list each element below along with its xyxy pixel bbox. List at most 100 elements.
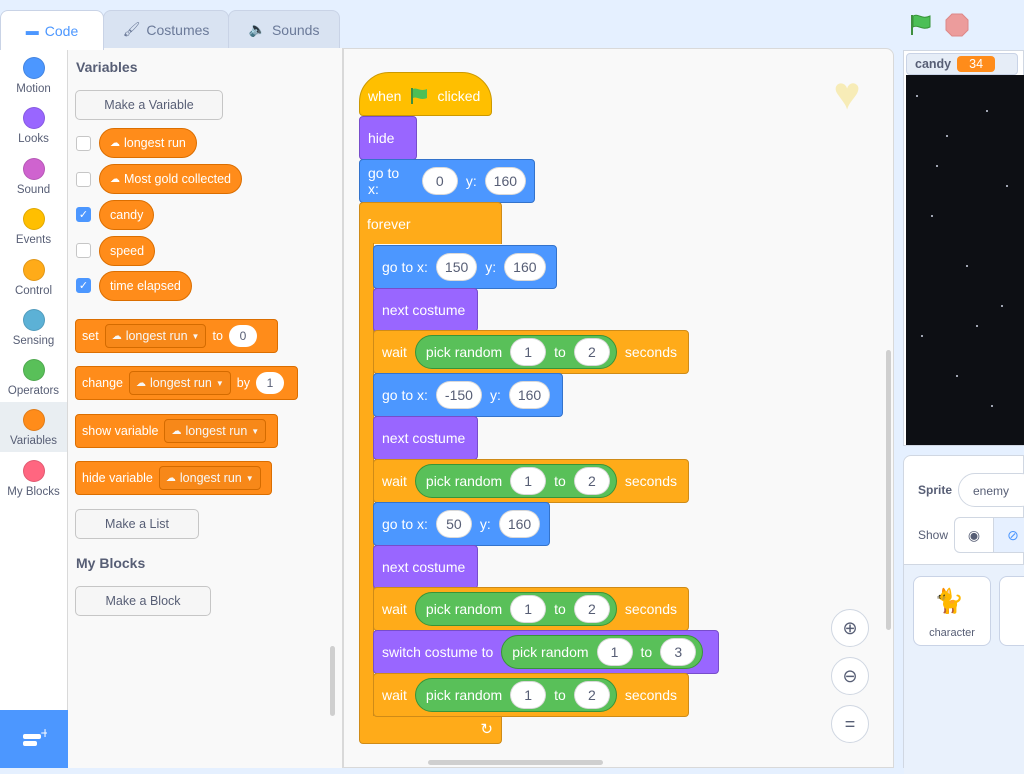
hide-block[interactable]: hide bbox=[359, 116, 417, 160]
y-input[interactable]: 160 bbox=[504, 253, 546, 281]
from-input[interactable]: 1 bbox=[510, 681, 547, 709]
brush-icon: 🖌 bbox=[122, 21, 141, 37]
block-label: next costume bbox=[382, 430, 466, 446]
goto-xy-block[interactable]: go to x: 150 y: 160 bbox=[373, 245, 557, 289]
sprite-name-input[interactable]: enemy bbox=[958, 473, 1024, 507]
next-costume-block[interactable]: next costume bbox=[373, 545, 478, 589]
cloud-icon: ☁ bbox=[110, 173, 120, 185]
to-input[interactable]: 2 bbox=[573, 338, 610, 366]
goto-xy-block[interactable]: go to x: 0 y: 160 bbox=[359, 159, 535, 203]
switch-costume-block[interactable]: switch costume to pick random 1 to 3 bbox=[373, 630, 719, 674]
script-horizontal-scrollbar[interactable] bbox=[428, 760, 603, 765]
from-input[interactable]: 1 bbox=[510, 338, 547, 366]
palette-scrollbar[interactable] bbox=[330, 646, 335, 716]
to-input[interactable]: 2 bbox=[573, 595, 610, 623]
cloud-icon: ☁ bbox=[171, 425, 182, 437]
hide-variable-block[interactable]: hide variable ☁longest run▼ bbox=[75, 461, 272, 495]
category-variables[interactable]: Variables bbox=[0, 402, 67, 452]
from-input[interactable]: 1 bbox=[596, 638, 633, 666]
variable-monitor[interactable]: candy 34 bbox=[906, 53, 1018, 75]
x-input[interactable]: -150 bbox=[435, 381, 482, 409]
x-input[interactable]: 50 bbox=[435, 510, 472, 538]
pick-random-block[interactable]: pick random 1 to 2 bbox=[414, 335, 617, 369]
pick-random-block[interactable]: pick random 1 to 3 bbox=[501, 635, 704, 669]
variable-dropdown[interactable]: ☁longest run▼ bbox=[158, 466, 261, 490]
x-input[interactable]: 150 bbox=[435, 253, 478, 281]
tab-costumes[interactable]: 🖌 Costumes bbox=[103, 10, 229, 48]
variable-reporter-candy[interactable]: candy bbox=[99, 200, 155, 230]
tab-sounds-label: Sounds bbox=[271, 21, 320, 38]
variable-reporter-most-gold[interactable]: ☁Most gold collected bbox=[99, 164, 243, 194]
next-costume-block[interactable]: next costume bbox=[373, 416, 478, 460]
category-looks[interactable]: Looks bbox=[0, 102, 67, 152]
variable-checkbox-checked[interactable]: ✓ bbox=[76, 207, 91, 222]
category-sensing[interactable]: Sensing bbox=[0, 304, 67, 354]
zoom-in-button[interactable]: ⊕ bbox=[831, 609, 869, 647]
hide-sprite-button[interactable]: ⊘ bbox=[993, 517, 1024, 553]
y-input[interactable]: 160 bbox=[498, 510, 541, 538]
variable-checkbox-checked[interactable]: ✓ bbox=[76, 278, 91, 293]
x-input[interactable]: 0 bbox=[421, 167, 458, 195]
when-flag-clicked-block[interactable]: when clicked bbox=[359, 72, 492, 116]
category-sound[interactable]: Sound bbox=[0, 153, 67, 203]
show-sprite-button[interactable]: ◉ bbox=[954, 517, 994, 553]
wait-block[interactable]: wait pick random 1 to 2 seconds bbox=[373, 330, 689, 374]
category-my-blocks[interactable]: My Blocks bbox=[0, 455, 67, 505]
goto-xy-block[interactable]: go to x: 50 y: 160 bbox=[373, 502, 550, 546]
pick-random-block[interactable]: pick random 1 to 2 bbox=[414, 678, 617, 712]
to-input[interactable]: 2 bbox=[573, 681, 610, 709]
make-block-button[interactable]: Make a Block bbox=[75, 586, 211, 616]
forever-block[interactable]: forever bbox=[359, 202, 502, 244]
zoom-reset-button[interactable]: = bbox=[831, 705, 869, 743]
pick-random-block[interactable]: pick random 1 to 2 bbox=[414, 464, 617, 498]
y-input[interactable]: 160 bbox=[484, 167, 526, 195]
variable-dropdown[interactable]: ☁longest run▼ bbox=[129, 371, 231, 395]
tab-sounds[interactable]: 🔈 Sounds bbox=[228, 10, 340, 48]
category-events[interactable]: Events bbox=[0, 203, 67, 253]
variable-dropdown[interactable]: ☁longest run▼ bbox=[164, 419, 267, 443]
variable-checkbox[interactable] bbox=[76, 243, 91, 258]
category-label: Control bbox=[14, 285, 53, 297]
next-costume-block[interactable]: next costume bbox=[373, 288, 478, 332]
set-variable-block[interactable]: set ☁longest run▼ to 0 bbox=[75, 319, 278, 353]
make-variable-button[interactable]: Make a Variable bbox=[75, 90, 223, 120]
stop-icon[interactable] bbox=[944, 12, 970, 38]
script-vertical-scrollbar[interactable] bbox=[886, 350, 891, 630]
block-label: go to x: bbox=[382, 259, 428, 275]
to-input[interactable]: 3 bbox=[660, 638, 697, 666]
variable-dropdown[interactable]: ☁longest run▼ bbox=[104, 324, 207, 348]
variable-reporter-speed[interactable]: speed bbox=[99, 236, 156, 266]
wait-block[interactable]: wait pick random 1 to 2 seconds bbox=[373, 459, 689, 503]
to-input[interactable]: 2 bbox=[573, 467, 610, 495]
green-flag-icon[interactable] bbox=[908, 12, 934, 38]
sprite-thumb-next[interactable] bbox=[999, 576, 1024, 646]
stage[interactable]: candy 34 bbox=[903, 50, 1024, 446]
change-variable-block[interactable]: change ☁longest run▼ by 1 bbox=[75, 366, 298, 400]
variable-reporter-longest-run[interactable]: ☁longest run bbox=[99, 128, 197, 158]
show-variable-block[interactable]: show variable ☁longest run▼ bbox=[75, 414, 278, 448]
variable-reporter-time-elapsed[interactable]: time elapsed bbox=[99, 271, 192, 301]
category-motion[interactable]: Motion bbox=[0, 52, 67, 102]
variable-checkbox[interactable] bbox=[76, 172, 91, 187]
pick-random-block[interactable]: pick random 1 to 2 bbox=[414, 592, 617, 626]
category-operators[interactable]: Operators bbox=[0, 354, 67, 404]
sprite-thumb-character[interactable]: 🐈 character bbox=[913, 576, 991, 646]
tab-code[interactable]: ▬ Code bbox=[0, 10, 104, 50]
goto-xy-block[interactable]: go to x: -150 y: 160 bbox=[373, 373, 563, 417]
monitor-value: 34 bbox=[957, 56, 996, 72]
from-input[interactable]: 1 bbox=[510, 467, 547, 495]
zoom-out-button[interactable]: ⊖ bbox=[831, 657, 869, 695]
variable-checkbox[interactable] bbox=[76, 136, 91, 151]
zoom-reset-icon: = bbox=[844, 713, 856, 734]
wait-block[interactable]: wait pick random 1 to 2 seconds bbox=[373, 673, 689, 717]
number-input[interactable]: 1 bbox=[256, 372, 284, 394]
wait-block[interactable]: wait pick random 1 to 2 seconds bbox=[373, 587, 689, 631]
make-list-button[interactable]: Make a List bbox=[75, 509, 199, 539]
category-control[interactable]: Control bbox=[0, 254, 67, 304]
zoom-in-icon: ⊕ bbox=[842, 617, 858, 638]
number-input[interactable]: 0 bbox=[228, 325, 257, 347]
add-extension-button[interactable]: + bbox=[0, 710, 68, 768]
y-input[interactable]: 160 bbox=[508, 381, 551, 409]
variables-title: Variables bbox=[76, 59, 138, 75]
from-input[interactable]: 1 bbox=[510, 595, 547, 623]
